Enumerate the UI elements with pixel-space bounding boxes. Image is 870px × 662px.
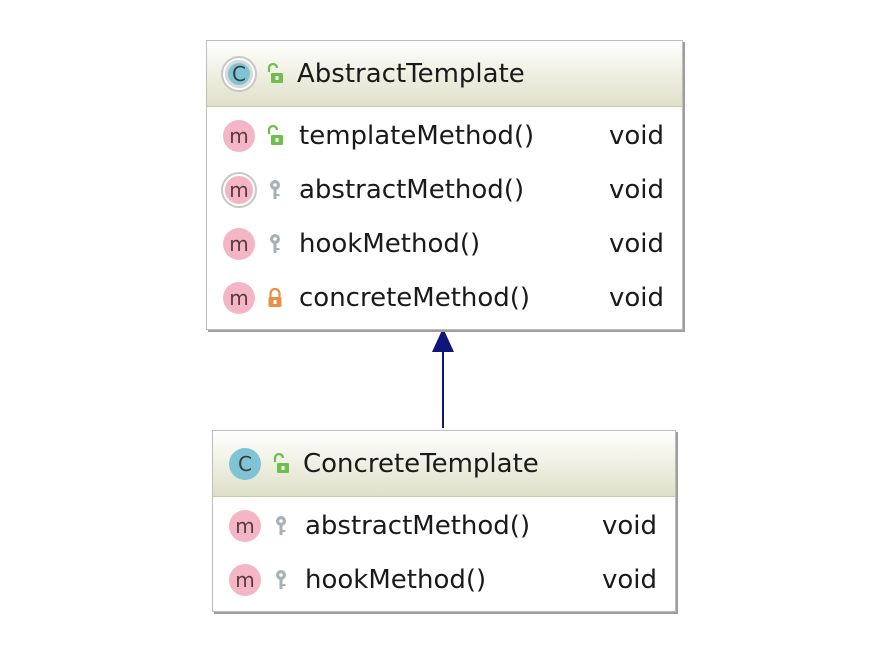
inheritance-arrowhead — [432, 328, 454, 352]
return-type: void — [608, 175, 664, 205]
return-type: void — [608, 229, 664, 259]
method-icon: m — [229, 510, 261, 542]
member-list: m abstractMethod() void m hookMethod() v… — [213, 497, 675, 611]
method-name: hookMethod() — [305, 565, 487, 595]
public-open-lock-icon — [273, 452, 289, 473]
abstract-class-icon: C — [221, 55, 257, 92]
class-header: C ConcreteTemplate — [213, 431, 675, 497]
method-row[interactable]: m templateMethod() void — [207, 109, 682, 163]
return-type: void — [601, 565, 657, 595]
concrete-template-class[interactable]: C ConcreteTemplate m abstractMethod() vo… — [212, 430, 676, 612]
method-name: abstractMethod() — [305, 511, 531, 541]
method-icon: m — [229, 564, 261, 596]
protected-key-icon — [270, 234, 280, 253]
method-name: hookMethod() — [299, 229, 481, 259]
class-name: ConcreteTemplate — [303, 448, 539, 479]
method-icon: m — [223, 120, 255, 152]
method-name: concreteMethod() — [299, 283, 531, 313]
class-name: AbstractTemplate — [297, 58, 525, 89]
class-icon: C — [229, 447, 261, 480]
abstract-template-class[interactable]: C AbstractTemplate m templateMethod() vo… — [206, 40, 683, 330]
method-row[interactable]: m abstractMethod() void — [207, 163, 682, 217]
public-open-lock-icon — [267, 62, 283, 83]
return-type: void — [601, 511, 657, 541]
method-row[interactable]: m abstractMethod() void — [213, 499, 675, 553]
private-lock-icon — [268, 287, 282, 307]
method-row[interactable]: m concreteMethod() void — [207, 271, 682, 325]
method-row[interactable]: m hookMethod() void — [207, 217, 682, 271]
return-type: void — [608, 283, 664, 313]
method-icon: m — [223, 228, 255, 260]
method-row[interactable]: m hookMethod() void — [213, 553, 675, 607]
member-list: m templateMethod() void m abstractMethod… — [207, 107, 682, 329]
method-name: templateMethod() — [299, 121, 535, 151]
class-header: C AbstractTemplate — [207, 41, 682, 107]
method-name: abstractMethod() — [299, 175, 525, 205]
public-open-lock-icon — [267, 125, 283, 145]
return-type: void — [608, 121, 664, 151]
protected-key-icon — [276, 516, 286, 535]
protected-key-icon — [276, 570, 286, 589]
protected-key-icon — [270, 180, 280, 199]
method-icon: m — [223, 282, 255, 314]
abstract-method-icon: m — [221, 172, 257, 208]
